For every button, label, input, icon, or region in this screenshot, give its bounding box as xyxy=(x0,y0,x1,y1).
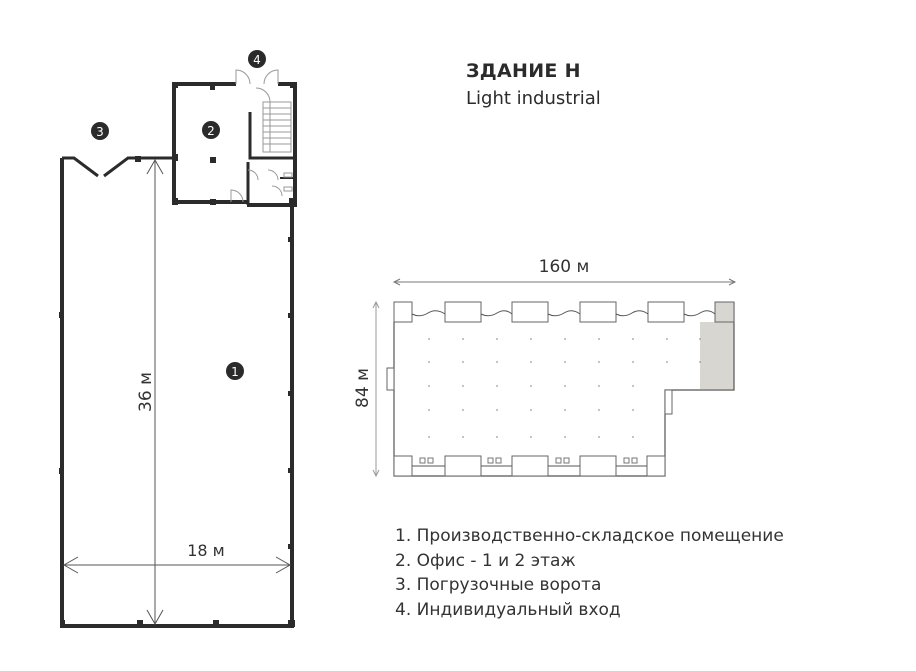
marker-1: 1 xyxy=(226,362,244,380)
site-plan: 160 м 84 м xyxy=(353,257,737,478)
marker-2: 2 xyxy=(202,121,220,139)
legend-item-3: 3. Погрузочные ворота xyxy=(395,575,602,595)
legend-item-4: 4. Индивидуальный вход xyxy=(395,599,621,620)
marker-4: 4 xyxy=(248,50,266,68)
legend-item-2: 2. Офис - 1 и 2 этаж xyxy=(395,550,576,571)
site-width-label: 84 м xyxy=(353,368,373,408)
width-dimension-label: 18 м xyxy=(187,541,225,560)
building-title: ЗДАНИЕ Н xyxy=(466,60,581,82)
building-subtitle: Light industrial xyxy=(466,88,601,109)
marker-3: 3 xyxy=(91,122,109,140)
length-dimension-label: 36 м xyxy=(136,372,156,412)
svg-text:4: 4 xyxy=(253,53,261,67)
svg-text:3: 3 xyxy=(96,125,104,139)
svg-text:1: 1 xyxy=(231,365,239,379)
svg-text:2: 2 xyxy=(207,124,215,138)
legend-item-1: 1. Производственно-складское помещение xyxy=(395,526,784,546)
legend: 1. Производственно-складское помещение 2… xyxy=(395,524,784,622)
site-length-label: 160 м xyxy=(539,257,590,277)
